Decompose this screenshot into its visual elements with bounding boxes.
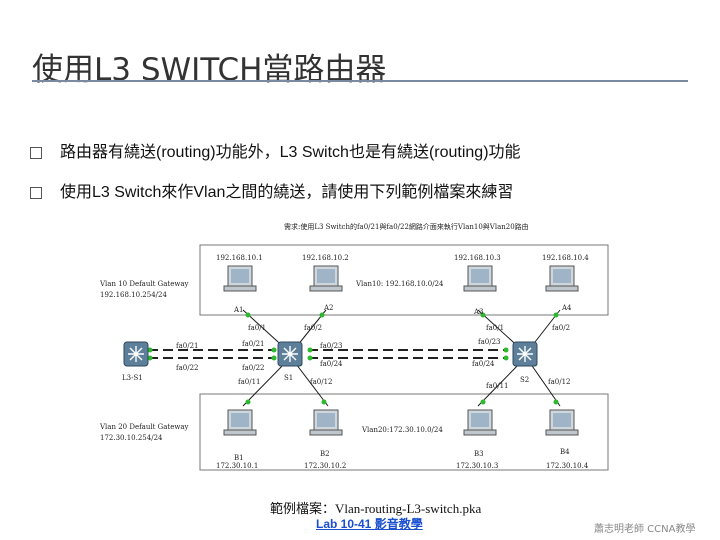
vlan20-gateway-label: Vlan 20 Default Gateway — [99, 423, 189, 431]
vlan20-gateway-ip: 172.30.10.254/24 — [100, 434, 163, 442]
bullet-item: 使用L3 Switch來作Vlan之間的繞送，請使用下列範例檔案來練習 — [30, 178, 513, 202]
pc-icon[interactable] — [223, 409, 257, 436]
port-label: fa0/11 — [238, 378, 260, 386]
title-underline — [32, 80, 688, 82]
bullet-text: 使用L3 Switch來作Vlan之間的繞送，請使用下列範例檔案來練習 — [60, 184, 514, 201]
host-ip: 172.30.10.2 — [304, 462, 346, 470]
port-label: fa0/1 — [248, 324, 266, 332]
port-label: fa0/12 — [310, 378, 332, 386]
port-label: fa0/1 — [486, 324, 504, 332]
port-label: fa0/12 — [548, 378, 570, 386]
port-labels: fa0/21 fa0/22 fa0/1 fa0/2 fa0/21 fa0/22 … — [176, 324, 570, 390]
host-ip: 172.30.10.4 — [546, 462, 589, 470]
topology-svg: 需求:使用L3 Switch的fa0/21與fa0/22網路介面來執行Vlan1… — [99, 222, 609, 471]
port-label: fa0/11 — [486, 382, 508, 390]
vlan10-box — [199, 244, 609, 316]
trunk-lines — [148, 349, 508, 359]
pc-icon[interactable] — [309, 265, 343, 292]
port-label: fa0/22 — [176, 364, 198, 372]
port-label: fa0/22 — [242, 364, 264, 372]
switch-icon[interactable] — [277, 341, 303, 367]
switch-icon[interactable] — [123, 341, 149, 367]
host-name: B2 — [320, 450, 330, 458]
pc-icon[interactable] — [309, 409, 343, 436]
host-name: A1 — [233, 306, 244, 314]
port-label: fa0/2 — [552, 324, 570, 332]
example-file-caption: 範例檔案：Vlan-routing-L3-switch.pka — [270, 501, 482, 516]
port-label: fa0/24 — [320, 360, 343, 368]
port-label: fa0/23 — [320, 342, 342, 350]
vlan20-network: Vlan20:172.30.10.0/24 — [361, 426, 443, 434]
port-label: fa0/21 — [176, 342, 198, 350]
switch-icon[interactable] — [512, 341, 538, 367]
host-name: B3 — [474, 450, 484, 458]
pc-icon[interactable] — [463, 409, 497, 436]
diagram-heading: 需求:使用L3 Switch的fa0/21與fa0/22網路介面來執行Vlan1… — [284, 222, 529, 231]
host-ip: 192.168.10.3 — [454, 254, 501, 262]
host-ip: 172.30.10.1 — [216, 462, 258, 470]
host-ip: 192.168.10.1 — [216, 254, 263, 262]
pc-icon[interactable] — [223, 265, 257, 292]
port-label: fa0/2 — [304, 324, 322, 332]
host-name: B1 — [234, 454, 244, 462]
pc-icon[interactable] — [463, 265, 497, 292]
vlan20-box — [199, 393, 609, 471]
switch-label-s1: S1 — [284, 374, 293, 382]
author-credit: 蕭志明老師 CCNA教學 — [594, 524, 696, 535]
slide-title: 使用L3 SWITCH當路由器 — [32, 52, 387, 88]
pc-icon[interactable] — [545, 409, 579, 436]
lab-video-link[interactable]: Lab 10-41 影音教學 — [316, 517, 423, 531]
switch-label-s2: S2 — [520, 376, 529, 384]
host-ip: 172.30.10.3 — [456, 462, 498, 470]
network-diagram: 需求:使用L3 Switch的fa0/21與fa0/22網路介面來執行Vlan1… — [98, 218, 618, 480]
bullet-item: 路由器有繞送(routing)功能外，L3 Switch也是有繞送(routin… — [30, 138, 521, 162]
vlan10-gateway-label: Vlan 10 Default Gateway — [99, 280, 189, 288]
switch-label-l3s1: L3-S1 — [122, 374, 143, 382]
host-ip: 192.168.10.4 — [542, 254, 589, 262]
host-name: A4 — [561, 304, 572, 312]
host-name: B4 — [560, 448, 570, 456]
port-label: fa0/21 — [242, 340, 264, 348]
host-ip: 192.168.10.2 — [302, 254, 349, 262]
vlan10-network: Vlan10: 192.168.10.0/24 — [355, 280, 444, 288]
host-name: A3 — [473, 308, 484, 316]
pc-icon[interactable] — [545, 265, 579, 292]
bullet-box-icon — [30, 186, 42, 199]
vlan10-gateway-ip: 192.168.10.254/24 — [100, 291, 167, 299]
host-name: A2 — [323, 304, 334, 312]
bullet-text: 路由器有繞送(routing)功能外，L3 Switch也是有繞送(routin… — [60, 144, 521, 161]
port-label: fa0/24 — [472, 360, 495, 368]
bullet-box-icon — [30, 146, 42, 159]
port-label: fa0/23 — [478, 338, 500, 346]
